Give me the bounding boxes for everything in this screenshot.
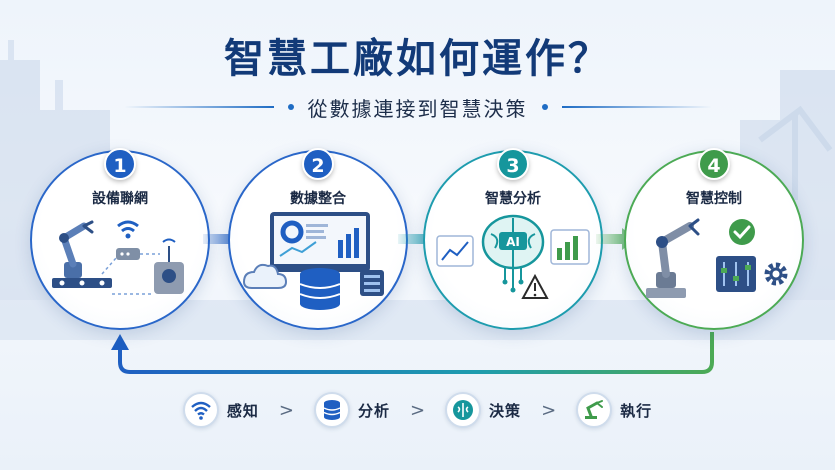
stage-smart-control: 4 智慧控制 bbox=[624, 148, 804, 330]
control-panel-icon bbox=[716, 256, 756, 292]
stage-label: 智慧分析 bbox=[485, 191, 541, 207]
subtitle-line-right bbox=[561, 106, 712, 108]
chevron-right-icon: > bbox=[409, 399, 426, 421]
chevron-right-icon: > bbox=[278, 399, 294, 421]
page-subtitle: 從數據連接到智慧決策 bbox=[307, 96, 528, 121]
robot-arm-icon bbox=[52, 220, 112, 288]
wifi-icon bbox=[117, 220, 139, 239]
dashboard-monitor-icon bbox=[270, 212, 370, 278]
iot-devices-illustration bbox=[52, 220, 184, 295]
page-title: 智慧工廠如何運作？ bbox=[224, 36, 611, 82]
stage-label: 數據整合 bbox=[290, 191, 346, 207]
stage-number-badge: 2 bbox=[302, 148, 334, 180]
data-integration-illustration bbox=[242, 212, 384, 310]
sensor-icon bbox=[154, 238, 184, 294]
brain-icon bbox=[481, 214, 545, 293]
cycle-step-label: 執行 bbox=[620, 401, 653, 420]
subtitle-row: 從數據連接到智慧決策 bbox=[0, 92, 835, 122]
check-icon bbox=[729, 219, 755, 245]
cycle-step-label: 分析 bbox=[357, 401, 390, 420]
stage-device-networking: 1 設備聯網 bbox=[30, 148, 210, 330]
wifi-icon bbox=[182, 392, 219, 428]
subtitle-dot-right bbox=[541, 104, 548, 110]
industrial-robot-icon bbox=[646, 218, 700, 298]
database-icon bbox=[299, 268, 341, 310]
line-chart-icon bbox=[436, 235, 474, 267]
subtitle-line-left bbox=[123, 106, 274, 108]
cloud-icon bbox=[242, 263, 288, 289]
cycle-step-analyze: 分析 bbox=[313, 392, 390, 428]
stage-number-badge: 1 bbox=[104, 148, 136, 180]
smart-control-illustration bbox=[646, 218, 788, 298]
ai-analysis-illustration: AI bbox=[436, 214, 590, 299]
stage-label: 設備聯網 bbox=[92, 191, 148, 207]
cycle-step-sense: 感知 bbox=[182, 392, 259, 428]
chevron-right-icon: > bbox=[541, 399, 557, 421]
cycle-steps: 感知 > 分析 > 決策 > bbox=[0, 390, 835, 430]
database-icon bbox=[313, 392, 350, 428]
bar-chart-icon bbox=[550, 229, 590, 265]
warning-icon bbox=[521, 273, 549, 299]
stage-smart-analysis: 3 智慧分析 AI bbox=[423, 148, 603, 330]
ai-chip-label: AI bbox=[506, 235, 520, 249]
cycle-step-decide: 決策 bbox=[445, 392, 521, 428]
server-icon bbox=[360, 270, 384, 296]
stage-label: 智慧控制 bbox=[686, 191, 742, 207]
gear-icon bbox=[764, 262, 788, 286]
stage-number-badge: 4 bbox=[698, 148, 730, 180]
subtitle-dot-left bbox=[287, 104, 294, 110]
cycle-step-label: 感知 bbox=[226, 401, 259, 420]
cycle-step-label: 決策 bbox=[489, 401, 522, 420]
brain-icon bbox=[445, 392, 482, 428]
stage-data-integration: 2 數據整合 bbox=[228, 148, 408, 330]
stage-number-badge: 3 bbox=[497, 148, 529, 180]
robot-arm-icon bbox=[576, 392, 613, 428]
cycle-step-execute: 執行 bbox=[576, 392, 652, 428]
